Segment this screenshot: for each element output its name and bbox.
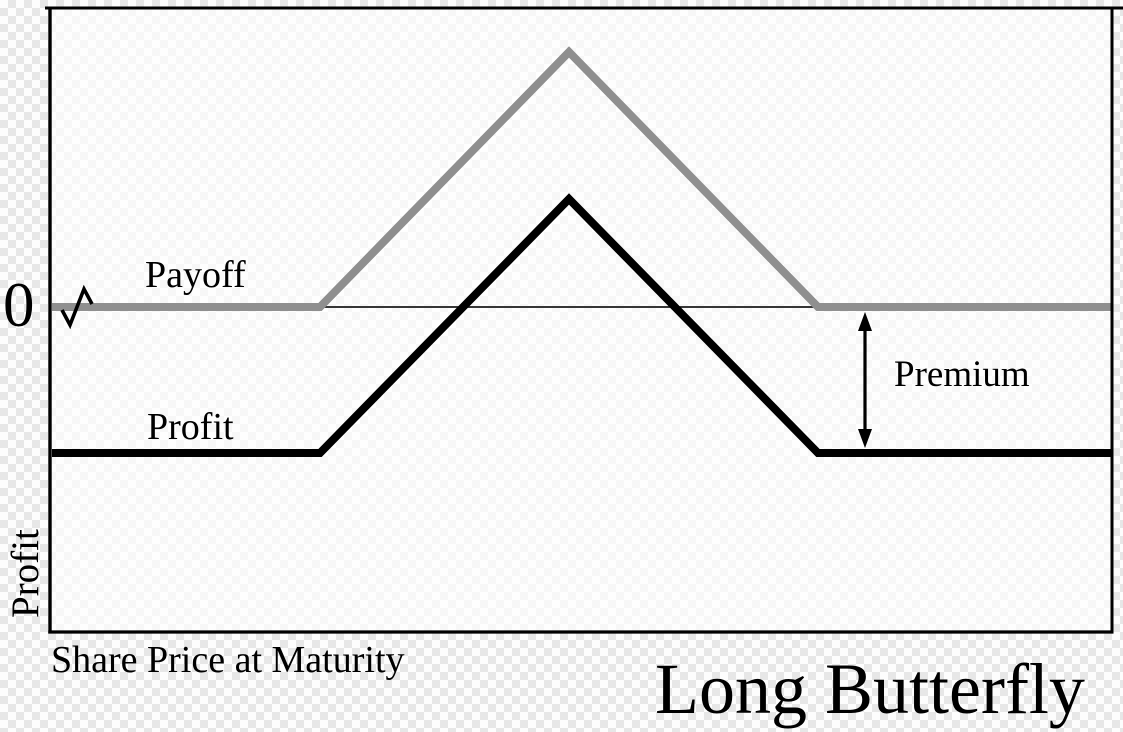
payoff-series-label: Payoff bbox=[145, 254, 246, 296]
chart-title: Long Butterfly bbox=[655, 649, 1085, 729]
plot-area bbox=[50, 8, 1112, 632]
premium-annotation-label: Premium bbox=[894, 354, 1030, 395]
premium-arrowhead-up bbox=[858, 312, 872, 331]
profit-series-label: Profit bbox=[147, 406, 234, 448]
premium-arrowhead-down bbox=[858, 429, 872, 448]
axis-break-icon bbox=[60, 284, 94, 330]
profit-line bbox=[52, 193, 1112, 457]
payoff-line bbox=[52, 46, 1112, 311]
zero-tick-label: 0 bbox=[3, 270, 35, 340]
y-axis-label: Profit bbox=[4, 529, 47, 618]
x-axis-label: Share Price at Maturity bbox=[51, 639, 405, 681]
